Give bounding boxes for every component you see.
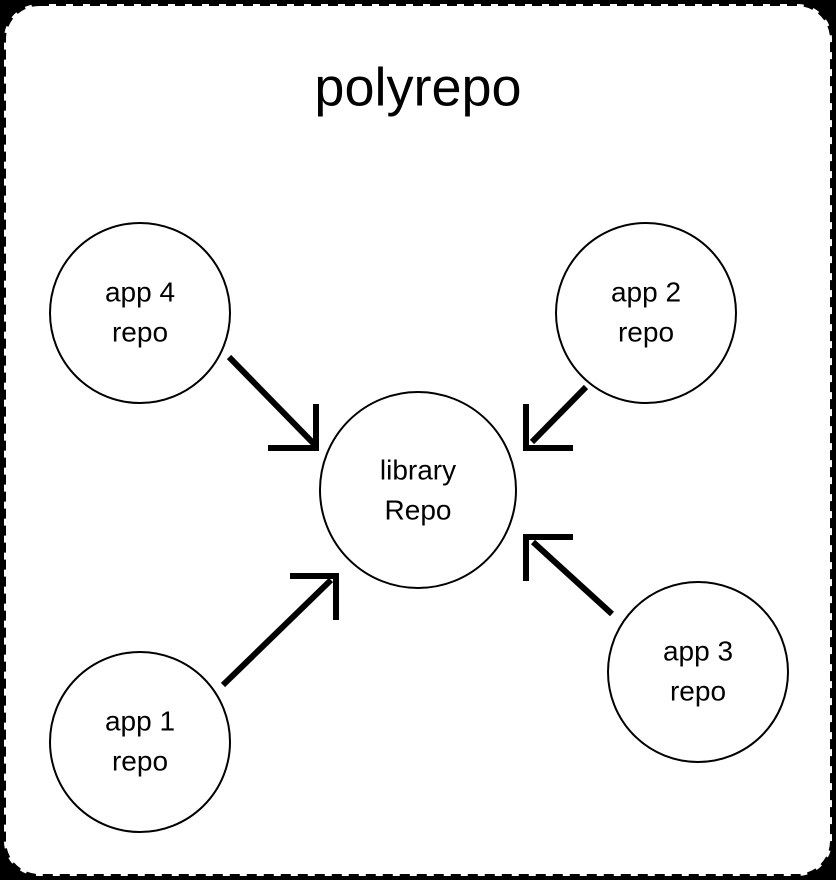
node-shape [49, 651, 231, 833]
node-label-line-2: repo [618, 316, 674, 347]
node-shape [555, 222, 737, 404]
edge-app-3-repo-to-library-repo[interactable] [523, 534, 615, 617]
edge-shaft [529, 384, 589, 445]
node-label-line-1: app 4 [105, 276, 175, 307]
arrowhead-icon [268, 404, 319, 451]
edge-shaft [530, 539, 615, 617]
arrowhead-icon [523, 534, 573, 581]
node-label-line-1: app 1 [105, 705, 175, 736]
arrowhead-icon [523, 404, 573, 451]
app-4-repo-node[interactable]: app 4 repo [49, 222, 231, 404]
edge-app-2-repo-to-library-repo[interactable] [523, 384, 589, 451]
diagram-title: polyrepo [314, 57, 521, 117]
arrowhead-icon [290, 573, 339, 620]
edge-app-1-repo-to-library-repo[interactable] [220, 573, 339, 688]
node-shape [319, 391, 517, 589]
library-repo-node[interactable]: library Repo [319, 391, 517, 589]
node-label-line-1: library [380, 454, 456, 485]
node-label-line-2: Repo [385, 494, 452, 525]
node-label-line-2: repo [112, 316, 168, 347]
edge-shaft [226, 354, 319, 449]
edge-shaft [220, 577, 334, 688]
edge-app-4-repo-to-library-repo[interactable] [226, 354, 319, 451]
node-label-line-2: repo [112, 745, 168, 776]
node-shape [49, 222, 231, 404]
app-1-repo-node[interactable]: app 1 repo [49, 651, 231, 833]
nodes-layer: app 4 repo app 2 repo library Repo app 1… [49, 222, 789, 833]
node-shape [607, 581, 789, 763]
app-3-repo-node[interactable]: app 3 repo [607, 581, 789, 763]
node-label-line-2: repo [670, 675, 726, 706]
node-label-line-1: app 2 [611, 276, 681, 307]
node-label-line-1: app 3 [663, 635, 733, 666]
edges-layer [220, 354, 615, 688]
app-2-repo-node[interactable]: app 2 repo [555, 222, 737, 404]
